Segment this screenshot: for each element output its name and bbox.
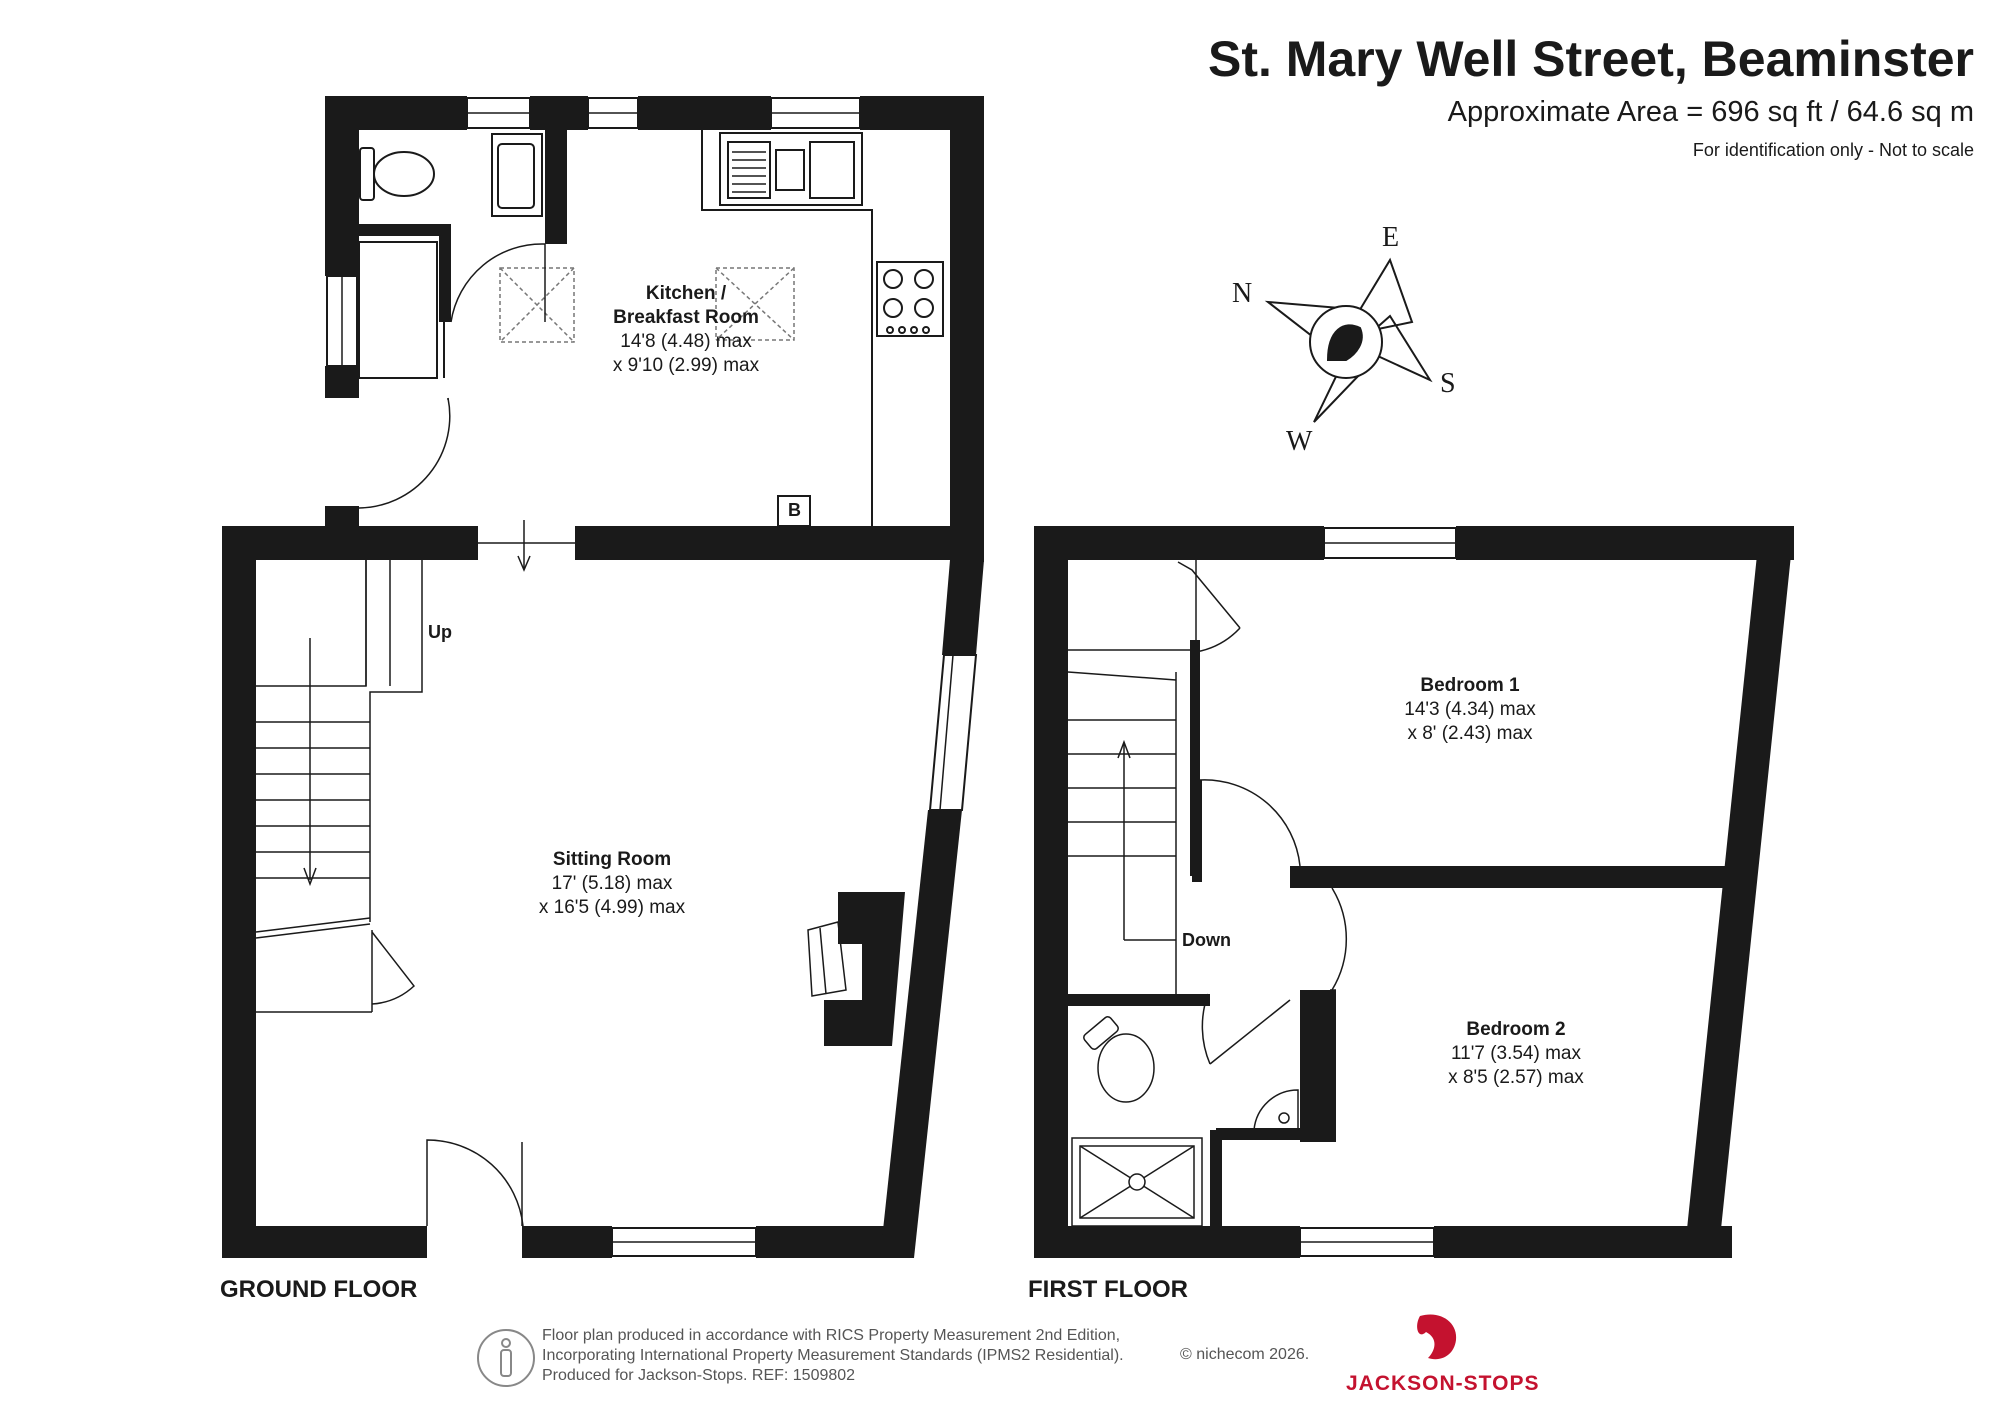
- skylights: [499, 267, 795, 343]
- compass-rose: [1264, 257, 1433, 423]
- boiler-label: B: [788, 500, 801, 520]
- ground-floor-label: GROUND FLOOR: [220, 1276, 418, 1303]
- ground-floor-stairs: [255, 520, 531, 1013]
- bedroom-1-dim1: 14'3 (4.34) max: [1404, 699, 1536, 720]
- kitchen-name-line1: Kitchen /: [645, 283, 727, 304]
- first-floor-right-wall: [1684, 526, 1794, 1258]
- bedroom-2-dim2: x 8'5 (2.57) max: [1448, 1067, 1584, 1088]
- first-floor-interior: [1067, 560, 1348, 1227]
- bedroom-1-name: Bedroom 1: [1420, 675, 1520, 696]
- sitting-room-label: Sitting Room 17' (5.18) max x 16'5 (4.99…: [539, 848, 685, 920]
- kitchen-dim1: 14'8 (4.48) max: [620, 331, 752, 352]
- approximate-area: Approximate Area = 696 sq ft / 64.6 sq m: [1447, 96, 1974, 128]
- kitchen-fixtures: [701, 130, 944, 527]
- first-floor-walls: [1034, 526, 1794, 1258]
- bedroom-2-dim1: 11'7 (3.54) max: [1450, 1043, 1582, 1064]
- bedroom-1-dim2: x 8' (2.43) max: [1407, 723, 1533, 744]
- sitting-room-name: Sitting Room: [552, 849, 672, 870]
- footer-notes: Floor plan produced in accordance with R…: [542, 1326, 1124, 1386]
- ground-floor-doors: [358, 243, 575, 1227]
- compass-s: S: [1440, 368, 1456, 399]
- kitchen-dim2: x 9'10 (2.99) max: [612, 355, 760, 376]
- footer-line3: Produced for Jackson-Stops. REF: 1509802: [542, 1367, 856, 1384]
- scale-note: For identification only - Not to scale: [1692, 140, 1974, 160]
- sitting-room-dim2: x 16'5 (4.99) max: [538, 897, 686, 918]
- bedroom-2-label: Bedroom 2 11'7 (3.54) max x 8'5 (2.57) m…: [1448, 1018, 1584, 1090]
- kitchen-name-line2: Breakfast Room: [613, 307, 759, 328]
- page-title: St. Mary Well Street, Beaminster: [1207, 31, 1974, 87]
- copyright: © nichecom 2026.: [1180, 1346, 1310, 1363]
- compass-n: N: [1232, 278, 1253, 309]
- compass-w: W: [1286, 426, 1313, 457]
- brand-name: JACKSON-STOPS: [1346, 1372, 1540, 1395]
- kitchen-label: Kitchen / Breakfast Room 14'8 (4.48) max…: [613, 282, 759, 378]
- drainer-lines: [732, 151, 766, 193]
- compass-e: E: [1382, 222, 1400, 253]
- ground-floor-windows: [326, 97, 861, 1257]
- wc-fixtures: [358, 133, 543, 379]
- stairs-down-label: Down: [1182, 930, 1231, 950]
- sitting-room-dim1: 17' (5.18) max: [551, 873, 673, 894]
- bedroom-1-label: Bedroom 1 14'3 (4.34) max x 8' (2.43) ma…: [1404, 674, 1535, 746]
- footer-line2: Incorporating International Property Mea…: [542, 1347, 1124, 1364]
- footer-line1: Floor plan produced in accordance with R…: [542, 1327, 1121, 1344]
- stairs-up-label: Up: [428, 622, 452, 642]
- sitting-room-right-wall: [942, 560, 984, 655]
- first-floor-label: FIRST FLOOR: [1028, 1276, 1188, 1303]
- bedroom-2-name: Bedroom 2: [1466, 1019, 1566, 1040]
- chimney-breast: [824, 892, 905, 1046]
- ground-floor-walls: [222, 96, 984, 1258]
